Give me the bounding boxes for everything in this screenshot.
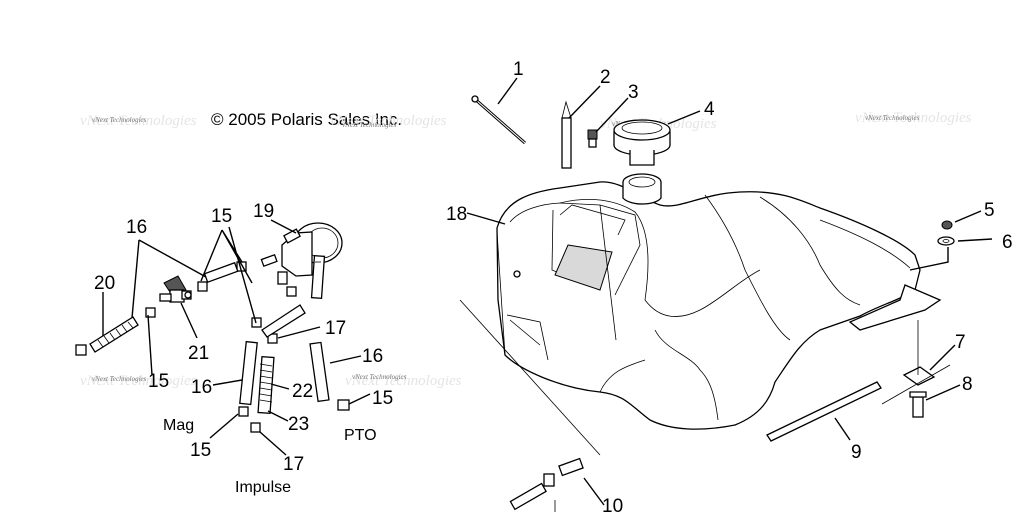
hose-22 — [257, 355, 275, 415]
watermark: vNext Technologies — [352, 373, 407, 381]
watermark-ghost: vNext Technologies — [80, 113, 197, 129]
watermark: vNext Technologies — [92, 375, 147, 383]
callout-8: 8 — [962, 374, 973, 395]
clamp — [238, 406, 249, 417]
callout-9: 9 — [851, 442, 862, 463]
callout-16: 16 — [191, 377, 212, 398]
callout-15: 15 — [190, 440, 211, 461]
watermark-ghost: vNext Technologies — [80, 373, 197, 389]
callout-23: 23 — [288, 414, 309, 435]
fuel-cap — [613, 119, 671, 166]
clamp — [197, 281, 208, 292]
hose-17 — [261, 304, 306, 338]
callout-4: 4 — [704, 99, 715, 120]
clamp — [250, 422, 261, 433]
label-impulse: Impulse — [235, 479, 291, 496]
callout-18: 18 — [446, 204, 467, 225]
clamp — [75, 344, 87, 356]
callout-16: 16 — [126, 217, 147, 238]
fitting — [587, 129, 598, 148]
callout-16: 16 — [362, 346, 383, 367]
callouts: 1 2 3 4 5 6 7 8 9 10 15 15 15 15 16 16 1… — [94, 59, 1013, 517]
callout-15: 15 — [372, 388, 393, 409]
watermark-ghost: vNext Technologies — [855, 110, 972, 126]
callout-3: 3 — [628, 82, 639, 103]
fuel-line-assembly — [75, 219, 371, 456]
hose-16 — [239, 340, 258, 406]
callout-5: 5 — [984, 200, 995, 221]
copyright-text: © 2005 Polaris Sales Inc. — [211, 110, 402, 129]
label-pto: PTO — [344, 427, 377, 444]
callout-1: 1 — [513, 59, 524, 80]
plate — [902, 366, 936, 386]
callout-17: 17 — [283, 454, 304, 475]
bolt — [909, 391, 927, 418]
watermark: vNext Technologies — [865, 114, 920, 122]
clamp — [337, 399, 350, 411]
callout-15: 15 — [148, 371, 169, 392]
vent-rod — [471, 95, 526, 145]
clamp — [286, 286, 297, 297]
callout-2: 2 — [600, 67, 611, 88]
callout-7: 7 — [955, 332, 966, 353]
watermark: vNext Technologies — [92, 116, 147, 124]
callout-21: 21 — [188, 343, 209, 364]
clamp — [145, 307, 156, 318]
washer — [937, 236, 955, 246]
watermark-ghost: vNext Technologies — [345, 373, 462, 389]
callout-10: 10 — [602, 496, 623, 512]
watermark-ghost: vNext Technologies — [330, 113, 447, 129]
fuel-tank — [496, 173, 942, 430]
vent-tube — [561, 100, 572, 169]
leader-lines-tank — [459, 77, 993, 512]
hose-pto — [309, 341, 330, 403]
fuel-fitting — [509, 457, 584, 511]
hose-short — [203, 261, 239, 284]
callout-6: 6 — [1002, 232, 1013, 253]
label-mag: Mag — [163, 417, 194, 434]
watermark: vNext Technologies — [342, 121, 397, 129]
callout-22: 22 — [292, 381, 313, 402]
callout-15: 15 — [211, 206, 232, 227]
fuel-pump — [260, 222, 343, 299]
callout-20: 20 — [94, 273, 115, 294]
fuel-valve — [159, 275, 192, 303]
strap — [766, 381, 882, 442]
callout-19: 19 — [253, 201, 274, 222]
hose-20 — [89, 316, 139, 353]
callout-17: 17 — [325, 318, 346, 339]
nut — [941, 220, 953, 230]
